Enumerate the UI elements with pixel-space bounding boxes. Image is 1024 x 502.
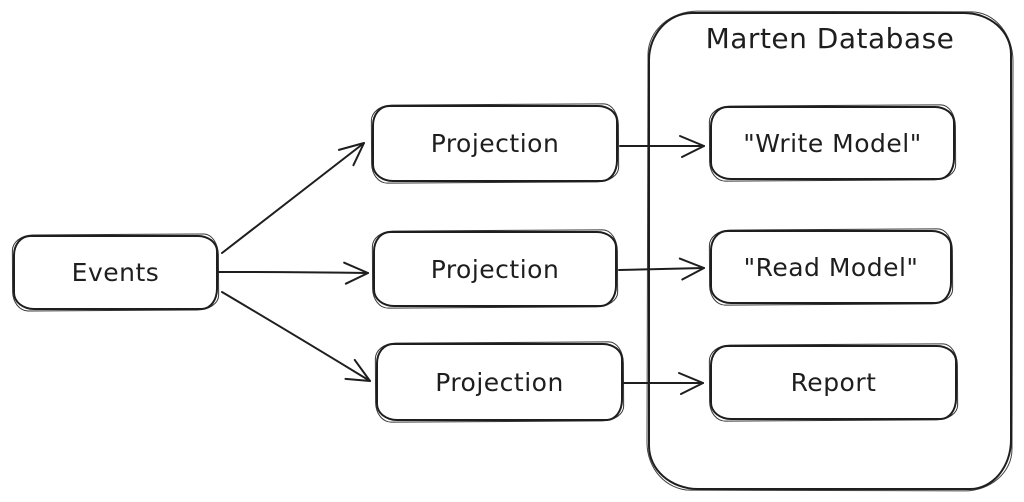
arrow-events-to-projection-top (221, 142, 365, 254)
node-projection-middle: Projection (373, 231, 617, 307)
node-projection-top: Projection (372, 105, 618, 182)
node-read-model-label: "Read Model" (743, 252, 919, 282)
node-projection-middle-label: Projection (430, 254, 560, 284)
node-projection-top-label: Projection (430, 129, 560, 158)
node-events: Events (13, 235, 218, 310)
node-write-model: "Write Model" (710, 106, 955, 180)
node-report-label: Report (790, 368, 877, 397)
node-projection-bottom: Projection (376, 343, 623, 421)
arrow-events-to-projection-middle (217, 261, 369, 285)
node-write-model-label: "Write Model" (743, 128, 922, 158)
node-projection-bottom-label: Projection (435, 367, 564, 397)
marten-database-title: Marten Database (705, 22, 955, 55)
node-read-model: "Read Model" (710, 230, 952, 304)
marten-database-container (648, 12, 1012, 490)
node-events-label: Events (71, 258, 160, 287)
arrow-events-to-projection-bottom (221, 291, 371, 382)
node-report: Report (710, 345, 957, 420)
